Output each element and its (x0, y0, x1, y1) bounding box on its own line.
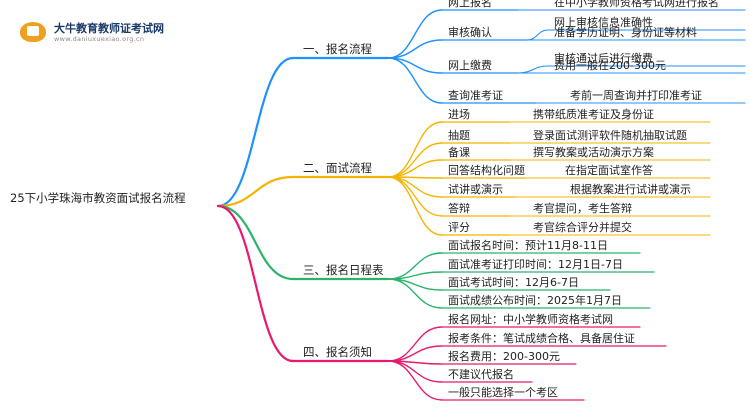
subtopic-node: 报考条件：笔试成绩合格、具备居住证 (448, 332, 635, 345)
root-topic: 25下小学珠海市教资面试报名流程 (10, 191, 186, 205)
subtopic-node: 答辩 (448, 202, 470, 215)
branch-topic: 四、报名须知 (303, 345, 372, 359)
subtopic-node: 报名网址：中小学教师资格考试网 (448, 313, 613, 326)
subtopic-node: 面试报名时间：预计11月8-11日 (448, 239, 608, 252)
detail-node: 登录面试测评软件随机抽取试题 (533, 129, 687, 142)
connector-line (216, 175, 295, 208)
subtopic-node: 报名费用：200-300元 (448, 350, 560, 363)
connector-line (387, 278, 443, 309)
detail-node: 撰写教案或活动演示方案 (533, 146, 654, 159)
subtopic-node: 面试成绩公布时间：2025年1月7日 (448, 294, 622, 307)
connector-line (387, 326, 443, 362)
connector-line (387, 9, 443, 59)
connector-line (387, 176, 443, 236)
subtopic-node: 进场 (448, 108, 470, 121)
detail-node: 审核通过后进行缴费 (554, 52, 653, 65)
connector-line (387, 176, 443, 198)
branch-topic: 一、报名流程 (303, 42, 372, 56)
detail-node: 费用一般在200-300元 (554, 59, 666, 72)
subtopic-node: 回答结构化问题 (448, 164, 525, 177)
connector-line (526, 29, 549, 41)
detail-node: 考官提问，考生答辩 (533, 202, 632, 215)
site-logo: 大牛教育教师证考试网 www.daniuxuexiao.org.cn (14, 16, 174, 46)
subtopic-node: 面试准考证打印时间：12月1日-7日 (448, 258, 623, 271)
connector-line (387, 360, 443, 401)
subtopic-node: 网上缴费 (448, 59, 492, 72)
connector-line (216, 204, 295, 281)
connector-line (387, 121, 443, 178)
detail-node: 在指定面试室作答 (565, 164, 653, 177)
detail-node: 网上审核信息准确性 (554, 16, 653, 29)
detail-node: 准备学历证明、身份证等材料 (554, 26, 697, 39)
logo-book-icon (20, 22, 46, 42)
subtopic-node: 查询准考证 (448, 89, 503, 102)
connector-line (216, 56, 295, 208)
connector-line (216, 204, 295, 363)
connector-line (517, 65, 549, 74)
logo-title: 大牛教育教师证考试网 (54, 22, 164, 35)
detail-node: 在中小学教师资格考试网进行报名 (554, 0, 719, 9)
subtopic-node: 网上报名 (448, 0, 492, 9)
detail-node: 携带纸质准考证及身份证 (533, 108, 654, 121)
detail-node: 考官综合评分并提交 (533, 221, 632, 234)
subtopic-node: 备课 (448, 146, 470, 159)
subtopic-node: 试讲或演示 (448, 183, 503, 196)
subtopic-node: 一般只能选择一个考区 (448, 386, 558, 399)
connector-line (387, 39, 443, 59)
branch-topic: 二、面试流程 (303, 161, 372, 175)
connector-line (387, 57, 443, 104)
logo-url: www.daniuxuexiao.org.cn (54, 35, 145, 43)
subtopic-node: 评分 (448, 221, 470, 234)
detail-node: 根据教案进行试讲或演示 (570, 183, 691, 196)
branch-topic: 三、报名日程表 (303, 263, 384, 277)
connector-line (387, 345, 443, 362)
subtopic-node: 抽题 (448, 129, 470, 142)
subtopic-node: 面试考试时间：12月6-7日 (448, 276, 579, 289)
subtopic-node: 审核确认 (448, 26, 492, 39)
subtopic-node: 不建议代报名 (448, 368, 514, 381)
detail-node: 考前一周查询并打印准考证 (570, 89, 702, 102)
